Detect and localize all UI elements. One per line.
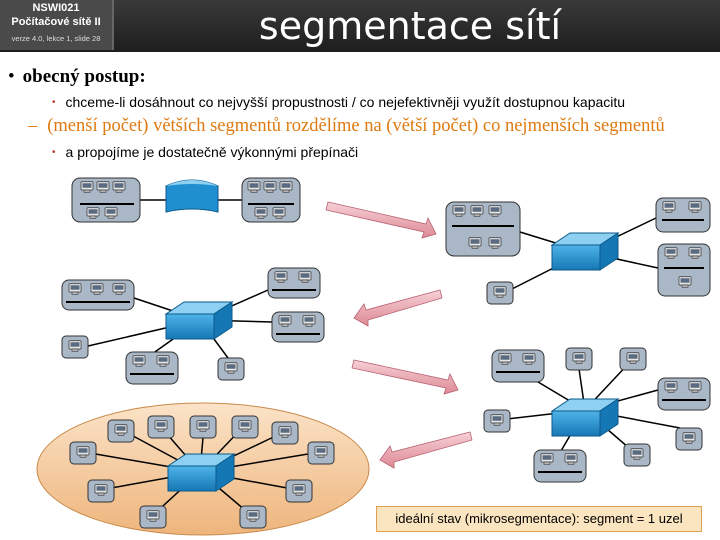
stage-2-network xyxy=(445,197,711,305)
stage-4-network xyxy=(483,347,711,483)
switch-icon xyxy=(166,453,236,492)
ideal-state-note: ideální stav (mikrosegmentace): segment … xyxy=(376,506,702,532)
arrow-left-icon xyxy=(353,289,443,327)
slide-version: verze 4.0, lekce 1, slide 28 xyxy=(11,34,101,43)
bullet-split-segments: –(menší počet) větších segmentů rozdělím… xyxy=(28,116,665,137)
segment-box xyxy=(71,177,141,223)
arrow-right-icon xyxy=(325,201,437,239)
bridge-icon xyxy=(165,179,219,213)
arrow-left-icon xyxy=(379,431,473,469)
bullet-text: obecný postup: xyxy=(22,66,146,87)
bullet-throughput: • chceme-li dosáhnout co nejvyšší propust… xyxy=(52,94,625,110)
bullet-marker: – xyxy=(28,116,38,136)
stage-1-network xyxy=(71,177,301,223)
segment-box xyxy=(445,201,521,257)
stage-3-network xyxy=(61,267,325,385)
arrow-right-icon xyxy=(351,359,459,395)
bullet-text: chceme-li dosáhnout co nejvyšší propustn… xyxy=(65,94,626,110)
stage-5-network xyxy=(69,415,335,529)
bullet-marker: • xyxy=(52,147,56,158)
switch-icon xyxy=(164,301,234,340)
switch-icon xyxy=(550,398,620,437)
course-info-box: NSWI021 Počítačové sítě II verze 4.0, le… xyxy=(0,0,114,50)
course-name: Počítačové sítě II xyxy=(11,16,101,28)
bullet-text: a propojíme je dostatečně výkonnými přep… xyxy=(65,144,359,160)
bullet-text: (menší počet) větších segmentů rozdělíme… xyxy=(47,116,665,136)
segment-box xyxy=(241,177,301,223)
slide-header: NSWI021 Počítačové sítě II verze 4.0, le… xyxy=(0,0,720,52)
bullet-marker: • xyxy=(8,66,15,87)
switch-icon xyxy=(550,232,620,271)
slide-title: segmentace sítí xyxy=(258,4,562,48)
bullet-general-procedure: • obecný postup: xyxy=(8,66,146,88)
course-code: NSWI021 xyxy=(32,2,80,14)
bullet-connect-switches: • a propojíme je dostatečně výkonnými pře… xyxy=(52,144,358,160)
bullet-marker: • xyxy=(52,97,56,108)
